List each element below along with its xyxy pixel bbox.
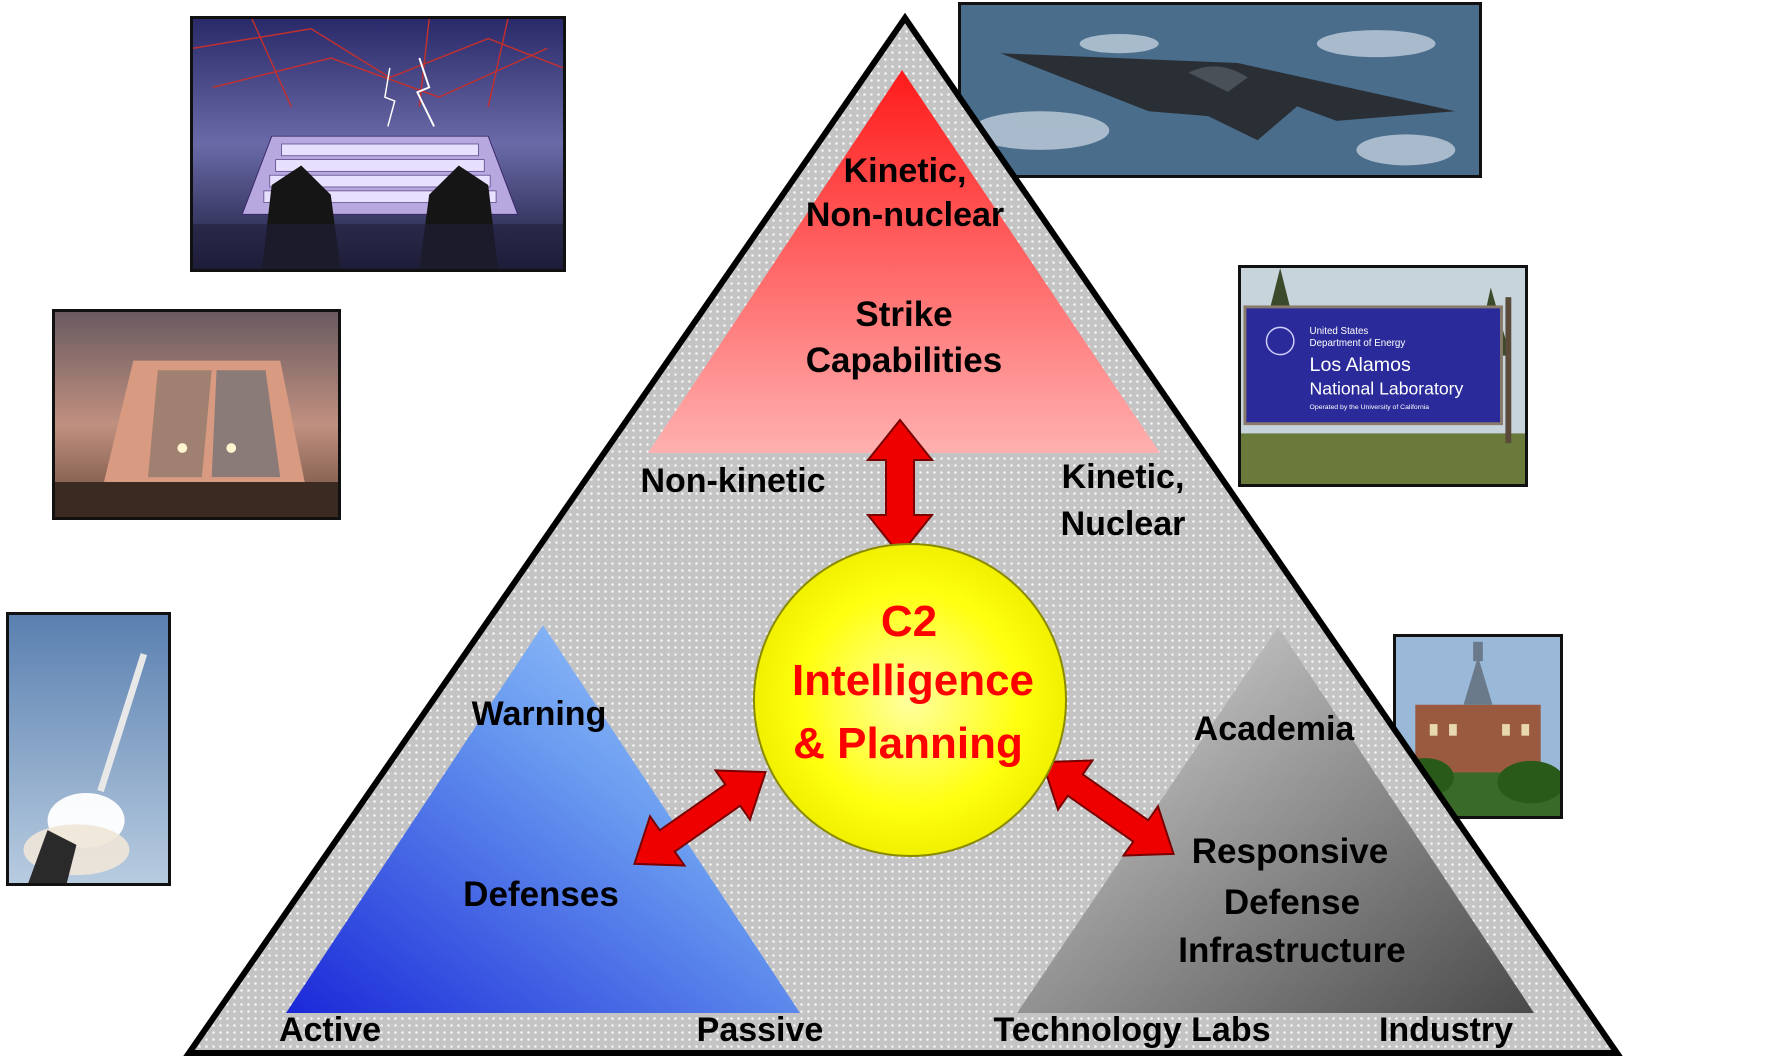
intelligence-label: Intelligence <box>792 656 1034 705</box>
warning-label: Warning <box>472 695 607 733</box>
strike-line2: Non-nuclear <box>806 196 1004 234</box>
kinetic-label: Kinetic, <box>1062 458 1185 496</box>
industry-label: Industry <box>1379 1011 1513 1049</box>
infra-title2: Defense <box>1224 883 1360 922</box>
missile-launch-photo <box>6 612 171 886</box>
non-kinetic-label: Non-kinetic <box>640 462 825 500</box>
nuclear-label: Nuclear <box>1061 505 1186 543</box>
passive-label: Passive <box>697 1011 824 1049</box>
academia-label: Academia <box>1194 710 1356 748</box>
sign-line2: Department of Energy <box>1310 338 1406 349</box>
sign-line4: National Laboratory <box>1310 379 1464 399</box>
stealth-bomber-photo <box>958 2 1482 178</box>
strike-triangle <box>648 70 1160 453</box>
infra-title3: Infrastructure <box>1178 931 1406 970</box>
c2-circle <box>753 543 1067 857</box>
radar-station-photo <box>52 309 341 520</box>
planning-label: & Planning <box>793 719 1023 768</box>
sign-line5: Operated by the University of California <box>1310 404 1430 411</box>
los-alamos-sign-photo: United States Department of Energy Los A… <box>1238 265 1528 487</box>
strike-title1: Strike <box>855 295 952 334</box>
arrow-c2-defenses <box>633 769 767 867</box>
infra-title1: Responsive <box>1192 832 1388 871</box>
defenses-triangle <box>286 625 800 1013</box>
strike-title2: Capabilities <box>806 341 1002 380</box>
active-label: Active <box>279 1011 381 1049</box>
sign-line3: Los Alamos <box>1310 354 1411 376</box>
strike-line1: Kinetic, <box>844 152 967 190</box>
defenses-title: Defenses <box>463 875 619 914</box>
technology-labs-label: Technology Labs <box>993 1011 1270 1049</box>
c2-label: C2 <box>881 597 937 646</box>
infrastructure-triangle <box>1017 627 1534 1013</box>
arrow-c2-infrastructure <box>1041 759 1175 857</box>
sign-line1: United States <box>1310 326 1369 337</box>
cyber-keyboard-photo <box>190 16 566 272</box>
